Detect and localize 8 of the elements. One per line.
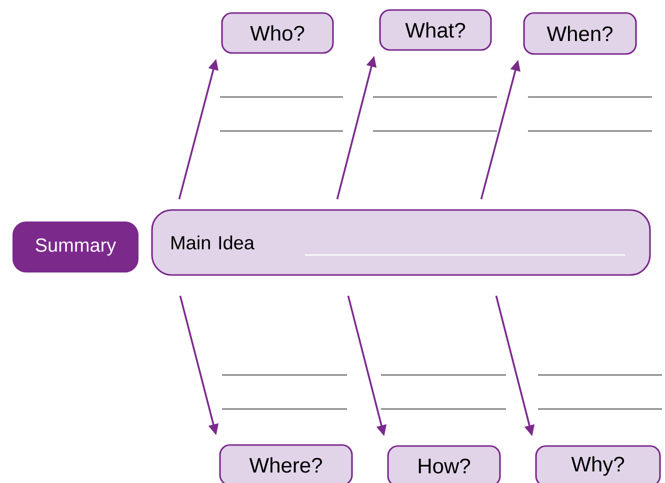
question-box: What? [379,9,492,51]
summary-label: Summary [12,222,138,272]
question-box: Why? [535,445,661,483]
question-box: When? [523,12,637,55]
question-box: Who? [221,12,334,54]
question-box: How? [387,445,501,483]
question-box: Where? [219,444,353,483]
main-idea-box: Main Idea [151,209,651,276]
